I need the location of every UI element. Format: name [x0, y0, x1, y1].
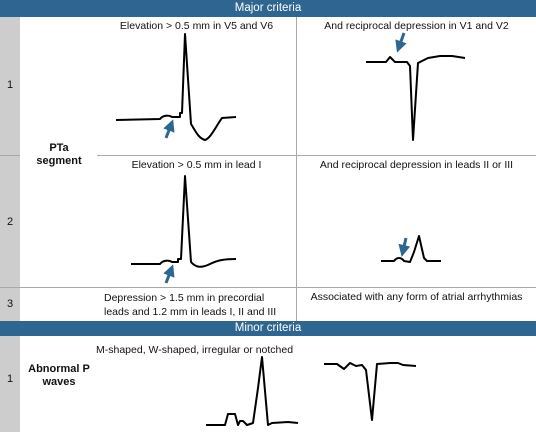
row3-left-line1: Depression > 1.5 mm in precordial	[104, 292, 265, 304]
ecg-trace-pr-elevation-v5-v6	[115, 33, 237, 141]
ecg-trace-abnormal-p-wave-2	[324, 362, 417, 421]
row-divider	[0, 155, 20, 156]
pta-label-line1: PTa	[49, 142, 69, 154]
ecg-trace-reciprocal-depression-v1-v2	[366, 55, 466, 141]
row-number: 1	[6, 79, 14, 91]
row2-right-text: And reciprocal depression in leads II or…	[319, 159, 514, 171]
abnormal-label-line2: waves	[42, 376, 76, 388]
row-divider	[97, 155, 536, 156]
abnormal-p-waves-label: Abnormal P waves	[22, 363, 96, 389]
arrow-icon	[395, 32, 407, 53]
row-number: 3	[6, 298, 14, 310]
row2-left-text: Elevation > 0.5 mm in lead I	[131, 159, 262, 171]
column-divider	[296, 17, 297, 321]
arrow-icon	[163, 264, 175, 284]
row3-right-text: Associated with any form of atrial arrhy…	[310, 291, 523, 303]
arrow-icon	[163, 119, 175, 139]
ecg-trace-reciprocal-depression-leads-ii-iii	[381, 235, 441, 263]
row1-right-text: And reciprocal depression in V1 and V2	[324, 20, 509, 32]
pta-segment-label: PTa segment	[24, 142, 94, 168]
abnormal-label-line1: Abnormal P	[28, 363, 90, 375]
row3-left-text: Depression > 1.5 mm in precordial leads …	[104, 291, 296, 319]
ecg-trace-abnormal-p-wave-1	[206, 356, 299, 426]
minor-row-text: M-shaped, W-shaped, irregular or notched	[96, 344, 294, 356]
row-number: 2	[6, 216, 14, 228]
row3-left-line2: leads and 1.2 mm in leads I, II and III	[104, 306, 277, 318]
row-number: 1	[6, 373, 14, 385]
arrow-icon	[398, 237, 411, 257]
minor-criteria-header: Minor criteria	[0, 321, 536, 336]
number-column-minor	[0, 336, 20, 432]
major-criteria-header: Major criteria	[0, 0, 536, 17]
ecg-trace-pr-elevation-lead-i	[131, 175, 237, 268]
number-column-major	[0, 17, 20, 321]
row1-left-text: Elevation > 0.5 mm in V5 and V6	[119, 20, 274, 32]
pta-label-line2: segment	[36, 155, 82, 167]
row-divider	[0, 287, 536, 288]
